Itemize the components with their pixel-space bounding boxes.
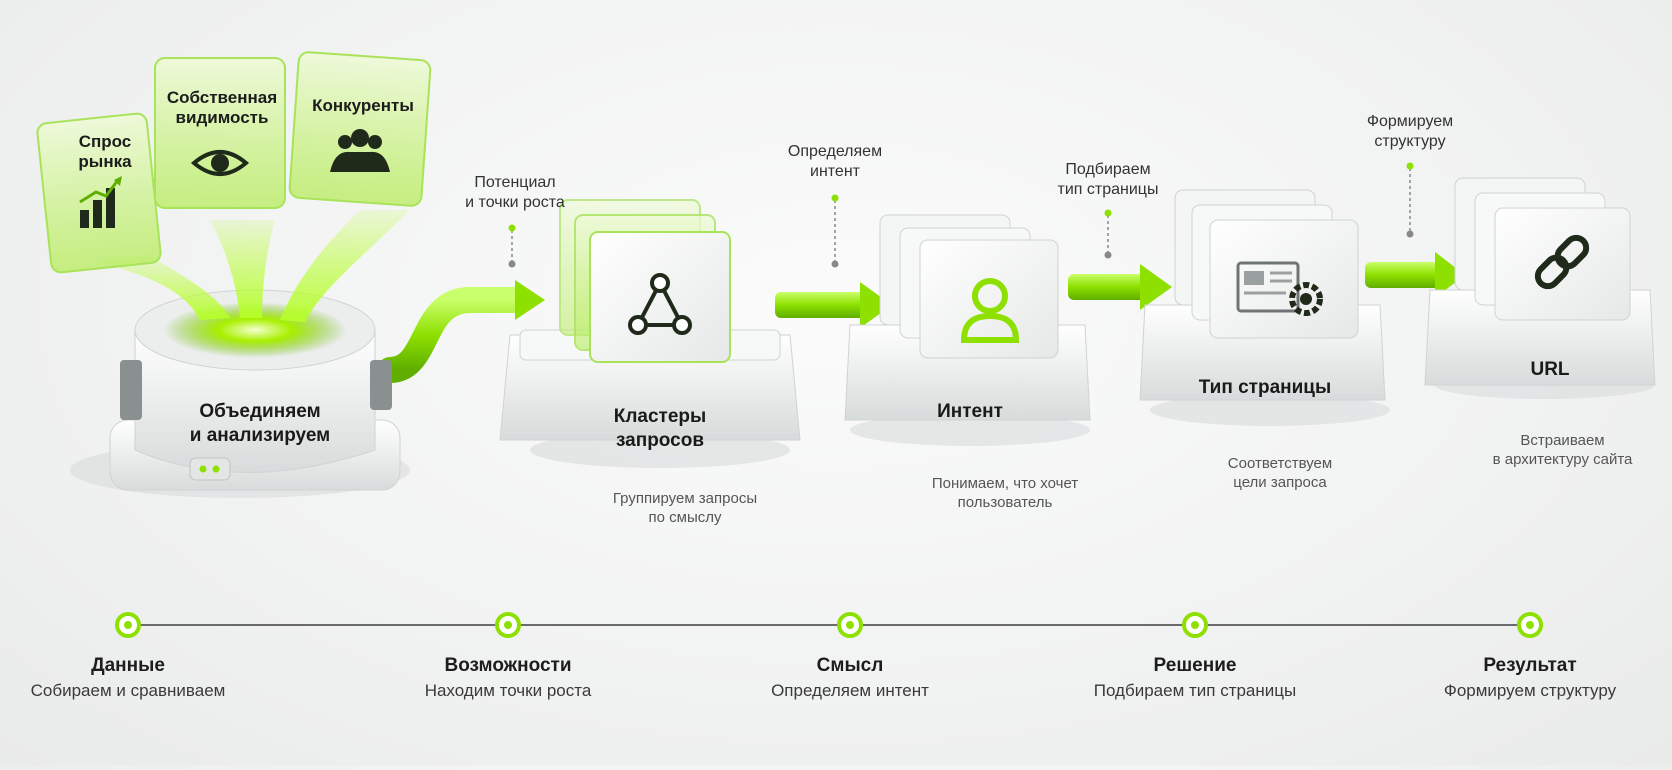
data-beams xyxy=(95,210,410,322)
timeline-dot-3 xyxy=(837,612,863,638)
browser-gear-icon xyxy=(1236,261,1323,316)
pipe-1 xyxy=(377,280,545,383)
eye-icon xyxy=(190,150,250,176)
timeline-subtitle-2: Находим точки роста xyxy=(424,681,592,700)
timeline-dot-4 xyxy=(1182,612,1208,638)
shadow-pagetype xyxy=(1150,394,1390,426)
timeline-title-5: Результат xyxy=(1483,655,1577,676)
timeline-title-2: Возможности xyxy=(444,655,572,676)
clusters-machine xyxy=(499,199,801,441)
station-url-label: URL xyxy=(1530,359,1570,380)
pipe-3 xyxy=(1068,264,1172,310)
panel-market-demand xyxy=(36,112,162,274)
bar-chart-icon xyxy=(79,176,122,228)
timeline-dot-2 xyxy=(495,612,521,638)
station-pagetype-label: Тип страницы xyxy=(1198,377,1332,398)
timeline-dot-1 xyxy=(115,612,141,638)
shadow-clusters xyxy=(530,432,790,468)
pipe-2 xyxy=(775,282,892,328)
callout-growth-marker xyxy=(508,224,516,268)
timeline-title-1: Данные xyxy=(91,655,165,676)
timeline-subtitle-4: Подбираем тип страницы xyxy=(1093,681,1297,700)
url-machine xyxy=(1424,177,1656,386)
panel-own-visibility xyxy=(154,57,286,209)
people-icon xyxy=(330,129,390,172)
panel-competitors xyxy=(288,51,432,207)
pipe-4 xyxy=(1365,252,1465,298)
timeline-title-3: Смысл xyxy=(816,655,884,676)
shadow-intent xyxy=(850,414,1090,446)
timeline-title-4: Решение xyxy=(1153,655,1237,676)
timeline-subtitle-1: Собираем и сравниваем xyxy=(30,681,226,700)
callout-intent-marker xyxy=(831,194,839,268)
timeline-dot-5 xyxy=(1517,612,1543,638)
source-competitors-label: Конкуренты xyxy=(312,96,414,115)
link-icon xyxy=(1534,234,1590,290)
combine-machine xyxy=(109,289,401,491)
timeline-subtitle-3: Определяем интент xyxy=(771,681,929,700)
callout-type-marker xyxy=(1104,209,1112,259)
timeline-subtitle-5: Формируем структуру xyxy=(1443,681,1617,700)
network-graph-icon xyxy=(628,273,692,335)
callout-structure-marker xyxy=(1406,162,1414,238)
station-intent-label: Интент xyxy=(937,401,1003,422)
pagetype-machine xyxy=(1139,189,1386,401)
user-icon xyxy=(960,278,1020,343)
intent-machine xyxy=(844,214,1091,421)
